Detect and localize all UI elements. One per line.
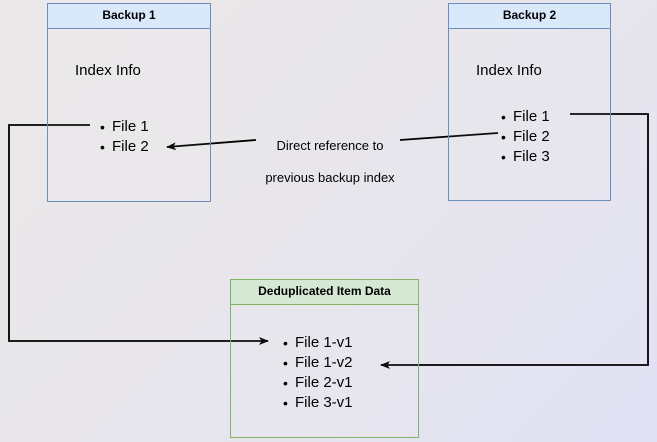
list-item: File 1 xyxy=(501,107,550,127)
node-backup-2-file-list: File 1 File 2 File 3 xyxy=(495,107,550,167)
node-backup-2-index-label: Index Info xyxy=(476,62,542,79)
node-backup-1[interactable]: Backup 1 Index Info File 1 File 2 xyxy=(47,3,211,202)
list-item: File 1-v1 xyxy=(283,333,352,353)
node-backup-2-header: Backup 2 xyxy=(449,4,610,29)
node-backup-1-body: Index Info File 1 File 2 xyxy=(48,29,210,201)
node-deduplicated-item-data-body: File 1-v1 File 1-v2 File 2-v1 File 3-v1 xyxy=(231,305,418,437)
node-deduplicated-item-data-header: Deduplicated Item Data xyxy=(231,280,418,305)
list-item: File 2-v1 xyxy=(283,373,352,393)
node-deduplicated-item-data[interactable]: Deduplicated Item Data File 1-v1 File 1-… xyxy=(230,279,419,438)
list-item: File 1 xyxy=(100,117,149,137)
edge-label-line-1: Direct reference to xyxy=(276,138,384,153)
node-backup-2[interactable]: Backup 2 Index Info File 1 File 2 File 3 xyxy=(448,3,611,201)
edge-label-direct-reference: Direct reference to previous backup inde… xyxy=(250,122,410,202)
node-backup-1-index-label: Index Info xyxy=(75,62,141,79)
node-backup-1-file-list: File 1 File 2 xyxy=(94,117,149,157)
list-item: File 1-v2 xyxy=(283,353,352,373)
node-deduplicated-file-list: File 1-v1 File 1-v2 File 2-v1 File 3-v1 xyxy=(277,333,352,413)
list-item: File 3 xyxy=(501,147,550,167)
node-backup-2-body: Index Info File 1 File 2 File 3 xyxy=(449,29,610,200)
node-backup-1-header: Backup 1 xyxy=(48,4,210,29)
list-item: File 2 xyxy=(100,137,149,157)
list-item: File 2 xyxy=(501,127,550,147)
edge-label-line-2: previous backup index xyxy=(265,170,395,185)
list-item: File 3-v1 xyxy=(283,393,352,413)
